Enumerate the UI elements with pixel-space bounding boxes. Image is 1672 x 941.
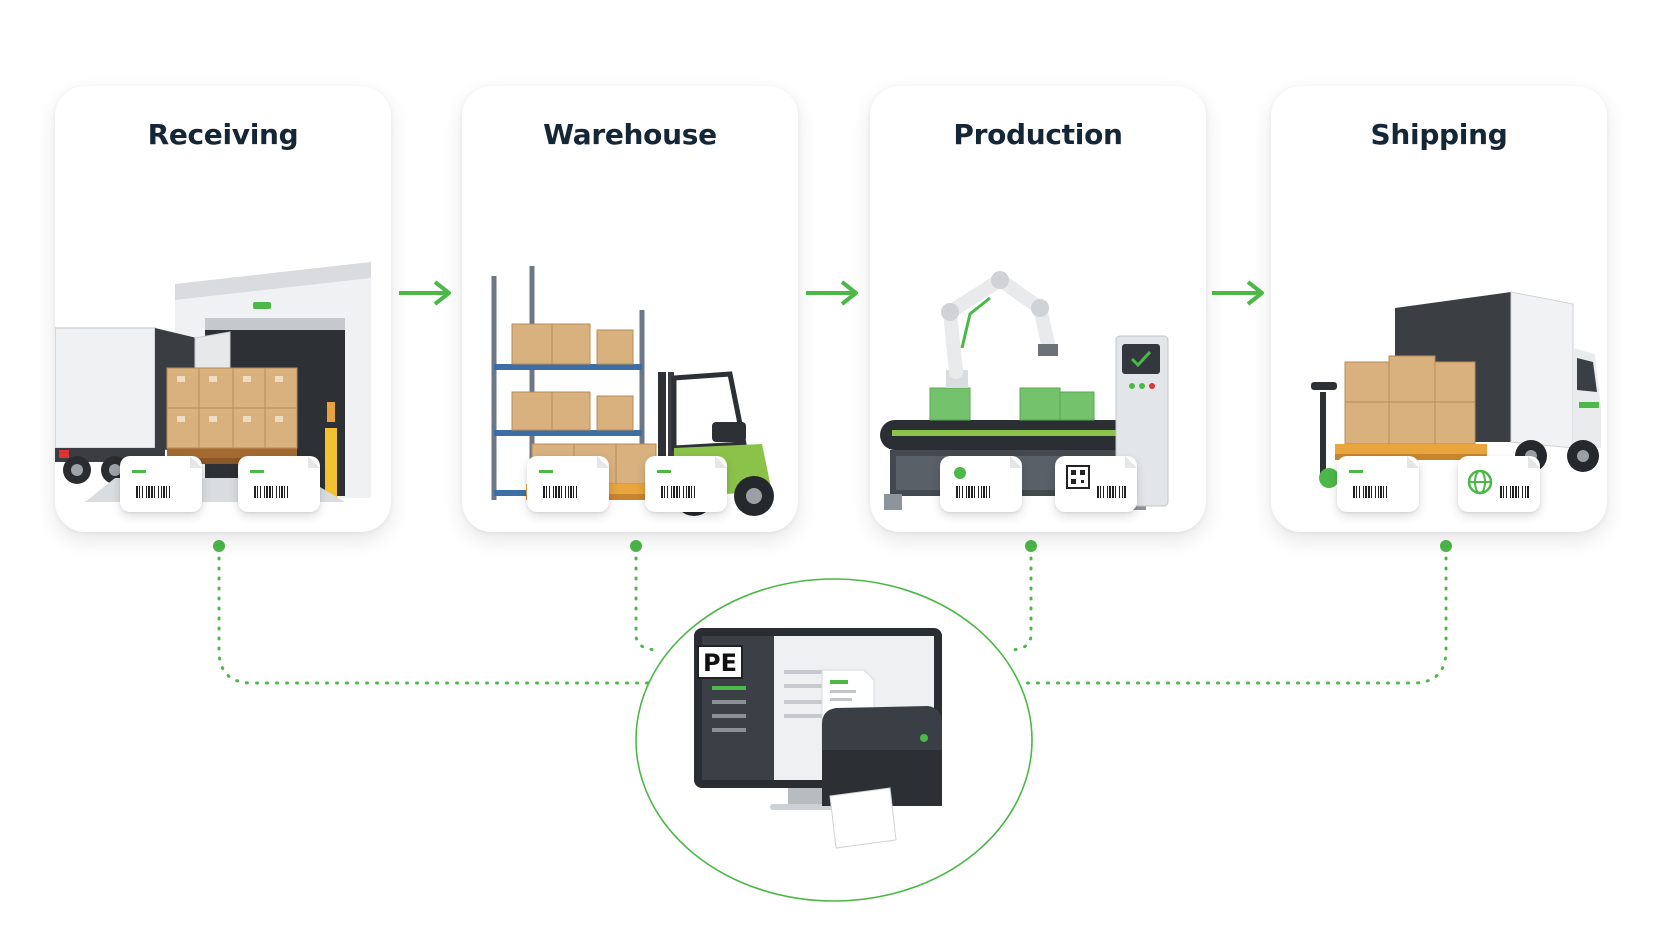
barcode-icon	[132, 456, 202, 498]
stage-title: Receiving	[147, 118, 299, 151]
warehouse-rack-forklift-illustration	[491, 266, 774, 516]
stage-card-warehouse: Warehouse	[462, 86, 798, 532]
stage-title: Shipping	[1370, 118, 1508, 151]
label-printer-icon	[822, 706, 942, 849]
receiving-dock-illustration	[55, 262, 371, 502]
barcode-icon	[1349, 456, 1419, 498]
barcode-label-chip	[1337, 456, 1419, 512]
barcode-icon	[954, 456, 1022, 498]
stage-card-production: Production	[870, 86, 1206, 532]
green-arrow-icon	[806, 280, 858, 306]
barcode-label-chip	[1055, 456, 1137, 512]
barcode-icon	[657, 456, 727, 498]
stage-card-shipping: Shipping	[1271, 86, 1607, 532]
globe-icon	[1467, 456, 1540, 498]
stage-card-receiving: Receiving	[55, 86, 391, 532]
software-logo: PE	[703, 649, 737, 677]
barcode-label-chip	[940, 456, 1022, 512]
barcode-label-chip	[1458, 456, 1540, 512]
barcode-label-chip	[645, 456, 727, 512]
stage-title: Production	[953, 118, 1123, 151]
green-arrow-icon	[399, 280, 451, 306]
barcode-label-chip	[238, 456, 320, 512]
production-line-illustration	[880, 271, 1169, 510]
barcode-label-chip	[120, 456, 202, 512]
green-arrow-icon	[1212, 280, 1264, 306]
stage-title: Warehouse	[543, 118, 717, 151]
barcode-label-chip	[527, 456, 609, 512]
qr-code-icon	[1066, 456, 1137, 498]
barcode-icon	[539, 456, 609, 498]
label-software-hub: PE	[694, 628, 942, 849]
barcode-icon	[250, 456, 320, 498]
shipping-truck-illustration	[1311, 291, 1601, 488]
